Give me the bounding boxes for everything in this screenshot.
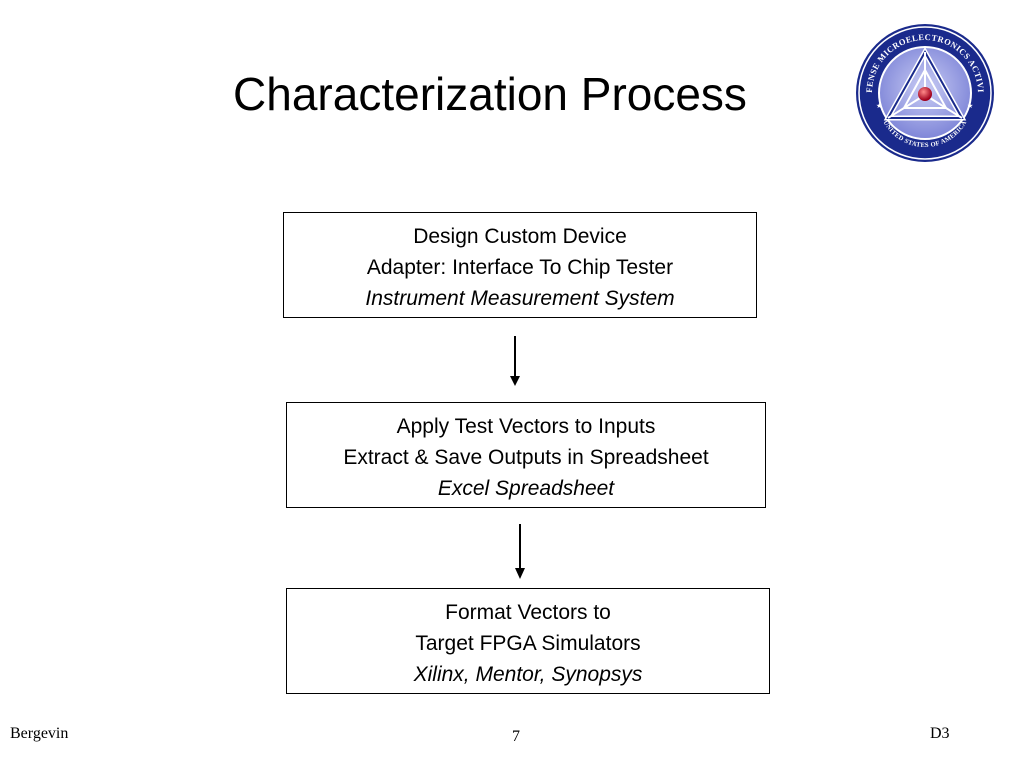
step-2-line-1: Apply Test Vectors to Inputs [396,415,656,438]
svg-text:★: ★ [876,102,882,110]
step-3-tool: Xilinx, Mentor, Synopsys [413,663,643,686]
footer-page-number: 7 [512,728,520,745]
step-1-line-2: Adapter: Interface To Chip Tester [366,256,674,279]
step-2-tool: Excel Spreadsheet [437,477,615,500]
dmea-seal-icon: DEFENSE MICROELECTRONICS ACTIVITY UNITED… [851,14,996,164]
step-1-line-1: Design Custom Device [413,225,627,248]
step-box-format-vectors: Format Vectors to Target FPGA Simulators… [286,588,770,694]
step-box-design-adapter: Design Custom Device Adapter: Interface … [283,212,757,318]
footer-author: Bergevin [10,725,69,742]
footer-code: D3 [930,725,950,742]
step-3-line-2: Target FPGA Simulators [415,632,641,655]
step-1-tool: Instrument Measurement System [365,287,675,310]
step-2-line-2: Extract & Save Outputs in Spreadsheet [343,446,709,469]
down-arrow-icon [509,336,521,386]
slide-title: Characterization Process [233,68,747,120]
svg-text:★: ★ [967,102,973,110]
down-arrow-icon [514,524,526,579]
step-box-apply-vectors: Apply Test Vectors to Inputs Extract & S… [286,402,766,508]
step-3-line-1: Format Vectors to [445,601,611,624]
